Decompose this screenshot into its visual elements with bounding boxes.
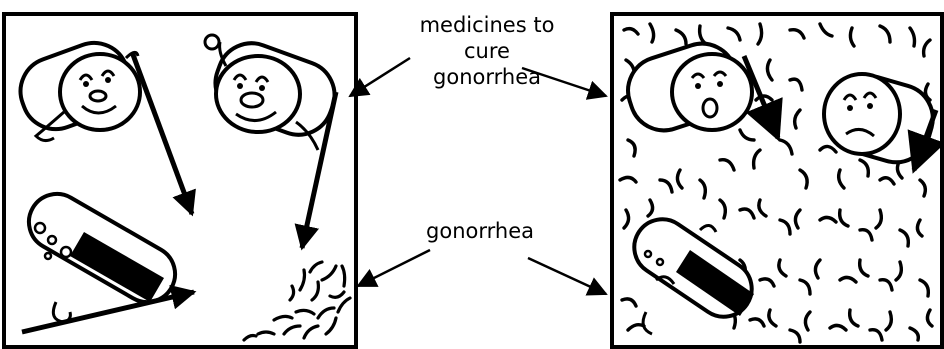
label-medicines-line-1: medicines to	[392, 12, 582, 38]
arrow-gonorrhea-to-left-patch	[358, 250, 430, 286]
label-medicines-to-cure-gonorrhea: medicines to cure gonorrhea	[392, 12, 582, 90]
label-gonorrhea: gonorrhea	[400, 218, 560, 244]
label-arrows	[350, 58, 606, 294]
label-medicines-line-2: cure	[392, 38, 582, 64]
arrow-gonorrhea-to-right-swarm	[528, 258, 606, 294]
left-panel	[4, 14, 356, 347]
right-panel	[612, 14, 942, 347]
label-medicines-line-3: gonorrhea	[392, 64, 582, 90]
